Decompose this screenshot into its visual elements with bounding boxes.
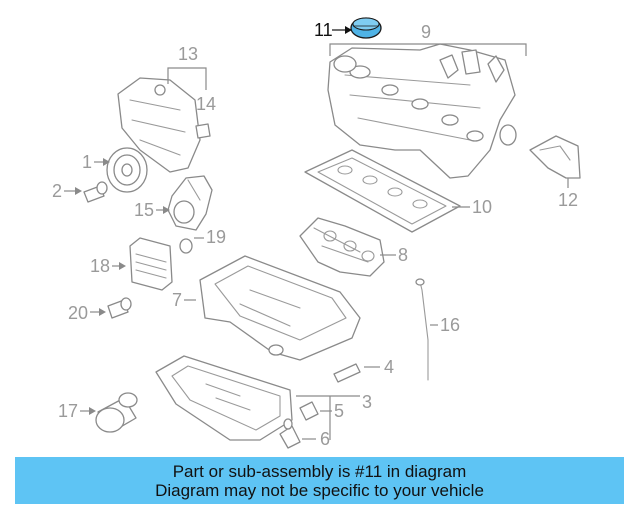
part-15-pump-housing[interactable] [167, 175, 213, 231]
part-10-gasket[interactable] [304, 149, 461, 233]
callout-12: 12 [558, 178, 578, 210]
svg-text:20: 20 [68, 303, 88, 323]
svg-text:6: 6 [320, 429, 330, 449]
svg-text:11: 11 [314, 20, 333, 40]
svg-text:14: 14 [196, 94, 216, 114]
callout-18: 18 [90, 256, 126, 276]
part-16-dipstick[interactable] [415, 278, 429, 381]
svg-text:17: 17 [58, 401, 78, 421]
svg-text:13: 13 [178, 44, 198, 64]
callout-13: 13 [167, 44, 207, 90]
svg-text:19: 19 [206, 227, 226, 247]
callout-1: 1 [82, 152, 110, 172]
part-6-level-sensor[interactable] [279, 418, 301, 449]
part-5-drain-plug[interactable] [299, 401, 319, 421]
callout-20: 20 [68, 303, 106, 323]
callout-17: 17 [58, 401, 96, 421]
svg-text:4: 4 [384, 357, 394, 377]
svg-text:10: 10 [472, 197, 492, 217]
part-18-oil-cooler[interactable] [129, 237, 173, 291]
callout-7: 7 [172, 290, 196, 310]
part-8-intake-manifold[interactable] [299, 217, 385, 277]
svg-text:9: 9 [421, 22, 431, 42]
banner-line-2: Diagram may not be specific to your vehi… [155, 480, 484, 500]
part-13-timing-cover[interactable] [117, 77, 201, 173]
part-1-pulley[interactable] [106, 147, 148, 193]
svg-text:12: 12 [558, 190, 578, 210]
svg-text:5: 5 [334, 401, 344, 421]
svg-text:16: 16 [440, 315, 460, 335]
svg-text:7: 7 [172, 290, 182, 310]
part-14-gasket[interactable] [195, 123, 211, 139]
callout-11: 11 [314, 20, 352, 40]
svg-text:18: 18 [90, 256, 110, 276]
callout-14: 14 [196, 94, 216, 114]
part-19-o-ring[interactable] [179, 238, 193, 254]
callout-15: 15 [134, 200, 170, 220]
part-3-lower-oil-pan[interactable] [155, 355, 293, 441]
part-7-upper-oil-pan[interactable] [199, 255, 361, 361]
part-4-sensor[interactable] [333, 363, 361, 383]
part-20-bolt[interactable] [107, 297, 132, 319]
svg-text:15: 15 [134, 200, 154, 220]
svg-text:3: 3 [362, 392, 372, 412]
part-2-bolt[interactable] [83, 181, 108, 203]
info-banner: Part or sub-assembly is #11 in diagram D… [15, 457, 624, 504]
svg-text:2: 2 [52, 181, 62, 201]
callout-19: 19 [194, 227, 226, 247]
callout-8: 8 [380, 245, 408, 265]
callout-2: 2 [52, 181, 82, 201]
callout-16: 16 [430, 315, 460, 335]
callout-5: 5 [320, 401, 344, 421]
part-17-oil-filter[interactable] [95, 392, 138, 433]
part-9-valve-cover[interactable] [327, 43, 517, 179]
callout-3: 3 [296, 392, 372, 440]
callout-6: 6 [302, 429, 330, 449]
part-11-oil-cap[interactable] [350, 17, 382, 39]
banner-line-1: Part or sub-assembly is #11 in diagram [172, 461, 467, 481]
callout-9: 9 [329, 22, 527, 56]
callout-10: 10 [452, 197, 492, 217]
svg-text:1: 1 [82, 152, 92, 172]
parts-diagram: 11 9 13 14 [52, 17, 581, 449]
callout-4: 4 [364, 357, 394, 377]
svg-text:8: 8 [398, 245, 408, 265]
part-12-belt-cover[interactable] [529, 135, 581, 179]
